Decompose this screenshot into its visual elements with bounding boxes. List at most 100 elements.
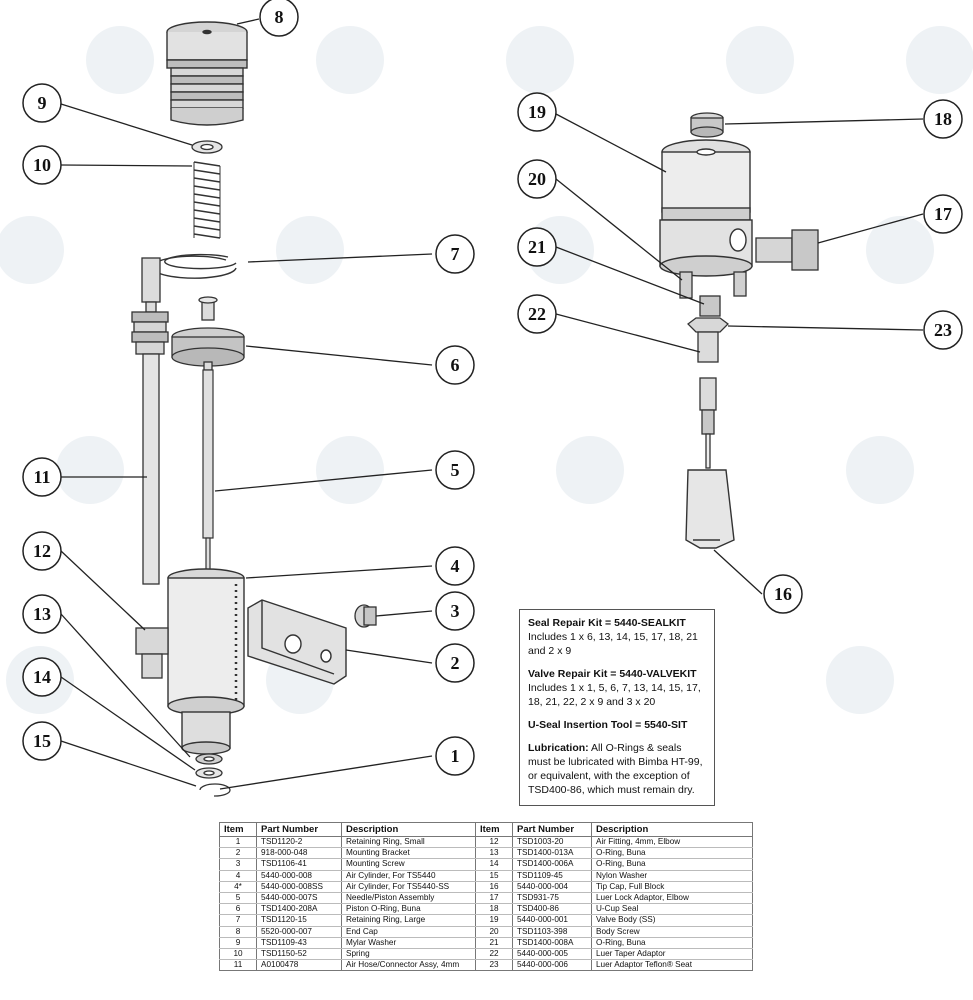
- cell-item: 15: [475, 870, 513, 882]
- cell-description: Spring: [341, 948, 476, 961]
- cell-part-number: 5440-000-008: [256, 870, 342, 882]
- header-description-2: Description: [591, 822, 753, 837]
- cell-part-number: 5440-000-007S: [256, 892, 342, 905]
- cell-description: Piston O-Ring, Buna: [341, 903, 476, 916]
- cell-part-number: TSD931-75: [512, 892, 592, 905]
- svg-text:23: 23: [934, 320, 952, 340]
- svg-text:22: 22: [528, 304, 546, 324]
- cell-part-number: TSD1103-398: [512, 926, 592, 938]
- callout-13: 13: [22, 594, 62, 634]
- cell-item: 10: [219, 948, 257, 961]
- header-part-number-2: Part Number: [512, 822, 592, 837]
- svg-text:12: 12: [33, 541, 51, 561]
- cell-item: 21: [475, 937, 513, 949]
- cell-description: Retaining Ring, Small: [341, 836, 476, 849]
- cell-description: Mounting Bracket: [341, 847, 476, 860]
- cell-description: Luer Adaptor Teflon® Seat: [591, 959, 753, 972]
- cell-item: 22: [475, 948, 513, 961]
- svg-text:6: 6: [451, 355, 460, 375]
- cell-part-number: TSD1400-006A: [512, 858, 592, 871]
- cell-item: 17: [475, 892, 513, 905]
- callout-2: 2: [435, 643, 475, 683]
- cell-description: O-Ring, Buna: [591, 847, 753, 860]
- part-valve-body: [659, 139, 753, 277]
- cell-part-number: TSD1106-41: [256, 858, 342, 871]
- cell-item: 13: [475, 847, 513, 860]
- callout-19: 19: [517, 92, 557, 132]
- callout-1: 1: [435, 736, 475, 776]
- cell-description: O-Ring, Buna: [591, 937, 753, 949]
- svg-text:15: 15: [33, 731, 51, 751]
- cell-part-number: TSD1003-20: [512, 836, 592, 849]
- svg-text:16: 16: [774, 584, 792, 604]
- cell-item: 4*: [219, 881, 257, 893]
- svg-text:20: 20: [528, 169, 546, 189]
- svg-text:5: 5: [451, 460, 460, 480]
- callout-4: 4: [435, 546, 475, 586]
- cell-item: 20: [475, 926, 513, 938]
- cell-item: 6: [219, 903, 257, 916]
- svg-text:9: 9: [38, 93, 47, 113]
- header-item-2: Item: [475, 822, 513, 837]
- svg-text:19: 19: [528, 102, 546, 122]
- header-item: Item: [219, 822, 257, 837]
- callout-9: 9: [22, 83, 62, 123]
- part-luer-lock-elbow: [755, 229, 819, 271]
- part-teflon-seat: [687, 317, 729, 333]
- part-mylar-washer: [191, 140, 223, 154]
- cell-part-number: 5440-000-004: [512, 881, 592, 893]
- cell-item: 14: [475, 858, 513, 871]
- seal-kit-title: Seal Repair Kit = 5440-SEALKIT: [528, 617, 686, 629]
- cell-description: Nylon Washer: [591, 870, 753, 882]
- cell-part-number: TSD400-86: [512, 903, 592, 916]
- cell-part-number: 918-000-048: [256, 847, 342, 860]
- cell-item: 8: [219, 926, 257, 938]
- cell-description: Body Screw: [591, 926, 753, 938]
- svg-text:7: 7: [451, 244, 460, 264]
- part-spring: [193, 161, 221, 239]
- part-nylon-washer: [195, 767, 223, 779]
- callout-7: 7: [435, 234, 475, 274]
- header-description: Description: [341, 822, 476, 837]
- svg-text:18: 18: [934, 109, 952, 129]
- cell-item: 12: [475, 836, 513, 849]
- cell-item: 4: [219, 870, 257, 882]
- callout-12: 12: [22, 531, 62, 571]
- callout-15: 15: [22, 721, 62, 761]
- cell-description: Air Cylinder, For TS5440-SS: [341, 881, 476, 893]
- cell-item: 18: [475, 903, 513, 916]
- cell-description: Mylar Washer: [341, 937, 476, 949]
- part-o-ring-014: [195, 753, 223, 765]
- cell-part-number: TSD1109-45: [512, 870, 592, 882]
- cell-item: 5: [219, 892, 257, 905]
- svg-text:14: 14: [33, 667, 51, 687]
- parts-table-header: Item Part Number Description Item Part N…: [219, 822, 753, 837]
- kit-notes-box: Seal Repair Kit = 5440-SEALKIT Includes …: [519, 609, 715, 806]
- cell-description: End Cap: [341, 926, 476, 938]
- svg-text:13: 13: [33, 604, 51, 624]
- cell-item: 1: [219, 836, 257, 849]
- callout-3: 3: [435, 591, 475, 631]
- cell-description: Tip Cap, Full Block: [591, 881, 753, 893]
- part-body-screws: [679, 271, 747, 299]
- callout-10: 10: [22, 145, 62, 185]
- cell-description: Air Hose/Connector Assy, 4mm: [341, 959, 476, 972]
- part-luer-taper-adaptor: [697, 331, 719, 469]
- svg-text:4: 4: [451, 556, 460, 576]
- part-retaining-ring-small: [199, 783, 231, 797]
- svg-text:3: 3: [451, 601, 460, 621]
- part-retaining-ring-large: [151, 253, 237, 279]
- cell-part-number: 5440-000-006: [512, 959, 592, 972]
- valve-kit-desc: Includes 1 x 1, 5, 6, 7, 13, 14, 15, 17,…: [528, 682, 701, 708]
- leader-lines: [60, 18, 924, 790]
- part-air-hose-assembly: [131, 257, 169, 585]
- cell-item: 23: [475, 959, 513, 972]
